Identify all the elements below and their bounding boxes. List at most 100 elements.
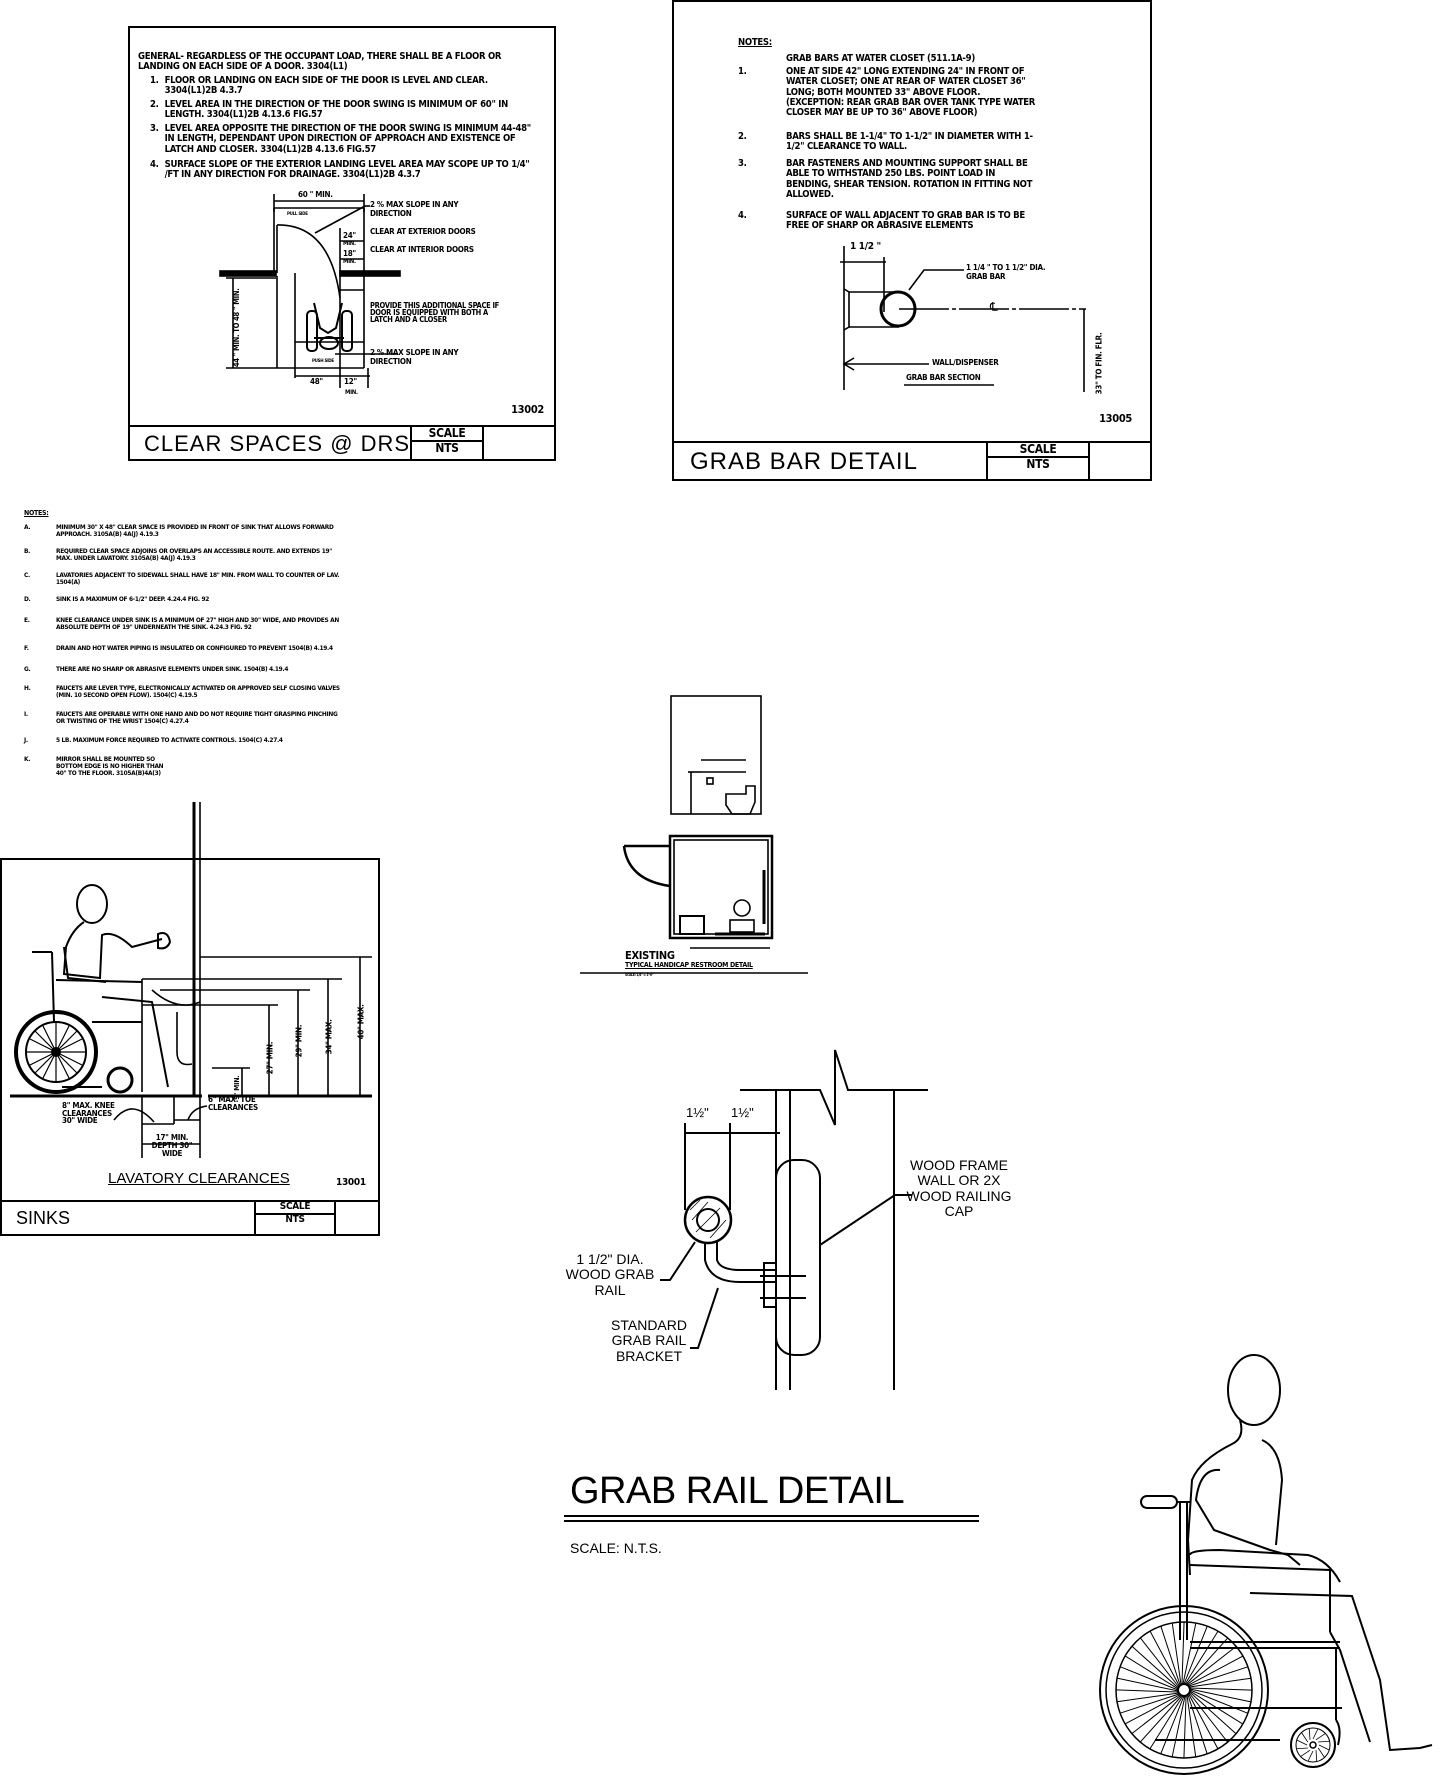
dim-40-max: 40" MAX. xyxy=(356,1004,366,1040)
existing-label: EXISTING xyxy=(625,949,675,962)
dim-48: 48" xyxy=(310,377,323,386)
restroom-scale-label: SCALE: 1/4" = 1'-0" xyxy=(625,973,654,977)
sheet-number-13005: 13005 xyxy=(1099,412,1132,425)
wheel-spoke xyxy=(1171,1695,1186,1758)
clear-spaces-note-4: 4.SURFACE SLOPE OF THE EXTERIOR LANDING … xyxy=(150,159,530,181)
sinks-note-c: C.LAVATORIES ADJACENT TO SIDEWALL SHALL … xyxy=(24,571,340,587)
dim-side: 44 " MIN. TO 48 " MIN. xyxy=(231,288,241,368)
dim-29-min: 29" MIN. xyxy=(294,1024,304,1058)
grab-bar-section xyxy=(840,246,1086,392)
sheet-number-13002: 13002 xyxy=(511,403,544,416)
wheel-spoke xyxy=(1183,1695,1187,1759)
wood-grab-rail-label: 1 1/2" DIA. WOOD GRAB RAIL xyxy=(565,1251,655,1298)
wheel-spoke xyxy=(1186,1645,1237,1686)
grab-bar-note-3: 3.BAR FASTENERS AND MOUNTING SUPPORT SHA… xyxy=(738,158,1033,200)
wheel-spoke xyxy=(1318,1740,1330,1743)
wheel-spoke xyxy=(1308,1728,1311,1740)
dim-rail-clearance-b: 1½" xyxy=(731,1105,754,1120)
grab-bar-note-2: 2.BARS SHALL BE 1-1/4" TO 1-1/2" IN DIAM… xyxy=(738,131,1033,153)
sinks-sheet: 9" MIN. 27" MIN. 29" MIN. 34" MAX. 40" M… xyxy=(0,802,380,1236)
restroom-detail-label: TYPICAL HANDICAP RESTROOM DETAIL xyxy=(625,961,753,969)
lavatory-clearance-elevation xyxy=(10,802,372,1158)
wheel-spoke xyxy=(1188,1692,1229,1743)
wheelchair-user-figure xyxy=(1099,1354,1433,1775)
sinks-note-d: D.SINK IS A MAXIMUM OF 6-1/2" DEEP. 4.24… xyxy=(24,595,210,604)
sinks-note-e: E.KNEE CLEARANCE UNDER SINK IS A MINIMUM… xyxy=(24,616,339,632)
sinks-note-h: H.FAUCETS ARE LEVER TYPE, ELECTRONICALLY… xyxy=(24,684,340,700)
sinks-notes: NOTES: xyxy=(24,509,354,518)
clear-spaces-general-note: GENERAL- REGARDLESS OF THE OCCUPANT LOAD… xyxy=(138,51,502,73)
centerline-symbol: ℄ xyxy=(990,300,998,314)
wheel-spoke xyxy=(1307,1750,1314,1762)
sinks-note-f: F.DRAIN AND HOT WATER PIPING IS INSULATE… xyxy=(24,644,333,653)
wheel-spoke xyxy=(1312,1728,1319,1740)
wheel-spoke xyxy=(1186,1695,1197,1758)
grab-bar-note-1: 1.ONE AT SIDE 42" LONG EXTENDING 24" IN … xyxy=(738,66,1036,118)
dim-27-min: 27" MIN. xyxy=(265,1041,275,1075)
sinks-notes-heading: NOTES: xyxy=(24,509,49,517)
restroom-detail-drawing xyxy=(580,695,808,974)
clear-ext-label: CLEAR AT EXTERIOR DOORS xyxy=(370,227,476,236)
grab-bar-intro: GRAB BARS AT WATER CLOSET (511.1A-9) xyxy=(786,53,975,64)
sinks-note-i: I.FAUCETS ARE OPERABLE WITH ONE HAND AND… xyxy=(24,710,338,726)
grab-bar-dia-label: 1 1/4 " TO 1 1/2" DIA. GRAB BAR xyxy=(966,263,1046,281)
dim-18: 18" xyxy=(343,249,356,258)
dim-9-min: 9" MIN. xyxy=(233,1075,242,1100)
wall-dispenser-label: WALL/DISPENSER xyxy=(932,358,999,367)
push-side-label: PUSH SIDE xyxy=(312,359,334,364)
wheel-spoke xyxy=(1189,1691,1237,1735)
grab-bar-section-label: GRAB BAR SECTION xyxy=(906,373,981,382)
sinks-note-g: G.THERE ARE NO SHARP OR ABRASIVE ELEMENT… xyxy=(24,665,289,674)
wood-frame-wall-label: WOOD FRAME WALL OR 2X WOOD RAILING CAP xyxy=(906,1157,1012,1220)
wheel-spoke xyxy=(1315,1750,1318,1762)
clear-int-label: CLEAR AT INTERIOR DOORS xyxy=(370,245,474,254)
wheel-spoke xyxy=(1131,1645,1179,1689)
sinks-note-a: A.MINIMUM 30" X 48" CLEAR SPACE IS PROVI… xyxy=(24,523,334,539)
wheel-spoke xyxy=(1315,1733,1326,1741)
title-block: CLEAR SPACES @ DRS SCALE NTS xyxy=(130,425,554,459)
sinks-note-b: B.REQUIRED CLEAR SPACE ADJOINS OR OVERLA… xyxy=(24,547,332,563)
wheelchair-top-view xyxy=(306,302,353,352)
clear-spaces-note-1: 1.FLOOR OR LANDING ON EACH SIDE OF THE D… xyxy=(150,75,488,97)
grab-bar-note-4: 4.SURFACE OF WALL ADJACENT TO GRAB BAR I… xyxy=(738,210,1025,232)
grab-bar-notes-heading: NOTES: xyxy=(738,37,772,48)
wheel-spoke xyxy=(1185,1637,1229,1685)
dim-60-min: 60 " MIN. xyxy=(298,190,333,199)
scale-box: SCALE NTS xyxy=(986,443,1090,479)
lavatory-clearances-caption: LAVATORY CLEARANCES xyxy=(108,1170,290,1187)
slope-label-top: 2 % MAX SLOPE IN ANY DIRECTION xyxy=(370,200,459,218)
clear-spaces-sheet: GENERAL- REGARDLESS OF THE OCCUPANT LOAD… xyxy=(128,26,556,461)
wheel-spoke xyxy=(1171,1622,1182,1685)
sheet-title: GRAB BAR DETAIL xyxy=(690,448,918,475)
grab-rail-scale: SCALE: N.T.S. xyxy=(570,1540,662,1556)
wheel-spoke xyxy=(1182,1622,1197,1685)
wheel-spoke xyxy=(1139,1695,1183,1743)
dim-24: 24" xyxy=(343,231,356,240)
grab-rail-drawing xyxy=(660,1049,928,1390)
sheet-title: SINKS xyxy=(16,1208,71,1228)
wheel-spoke xyxy=(1160,1625,1181,1686)
wheel-spoke xyxy=(1187,1655,1244,1686)
front-caster xyxy=(1290,1722,1336,1768)
pull-side-label: PULL SIDE xyxy=(287,212,308,217)
dim-24-min: MIN. xyxy=(343,240,356,247)
scale-box: SCALE NTS xyxy=(254,1201,336,1234)
wheel-spoke xyxy=(1116,1692,1179,1703)
title-block: GRAB BAR DETAIL SCALE NTS xyxy=(674,441,1150,479)
grab-rail-detail-title: GRAB RAIL DETAIL xyxy=(570,1470,905,1512)
wheel-spoke xyxy=(1124,1655,1179,1690)
dim-12: 12" xyxy=(344,377,357,386)
title-underline xyxy=(564,1515,979,1522)
wheel-spoke xyxy=(1296,1739,1308,1746)
grab-rail-bracket-label: STANDARD GRAB RAIL BRACKET xyxy=(611,1317,687,1364)
wheel-spoke xyxy=(1131,1694,1182,1735)
slope-label-bottom: 2 % MAX SLOPE IN ANY DIRECTION xyxy=(370,348,459,366)
wheel-spoke xyxy=(1116,1677,1179,1692)
wheel-spoke xyxy=(1187,1694,1208,1755)
dim-clearance-1-1-2: 1 1/2 " xyxy=(850,241,881,252)
wheel-spoke xyxy=(1124,1694,1181,1725)
toe-clearance-label: 6" MAX. TOE CLEARANCES xyxy=(208,1095,258,1112)
wheel-spoke xyxy=(1119,1693,1180,1714)
wheel-spoke xyxy=(1184,1630,1219,1685)
wheel-spoke xyxy=(1183,1625,1208,1685)
